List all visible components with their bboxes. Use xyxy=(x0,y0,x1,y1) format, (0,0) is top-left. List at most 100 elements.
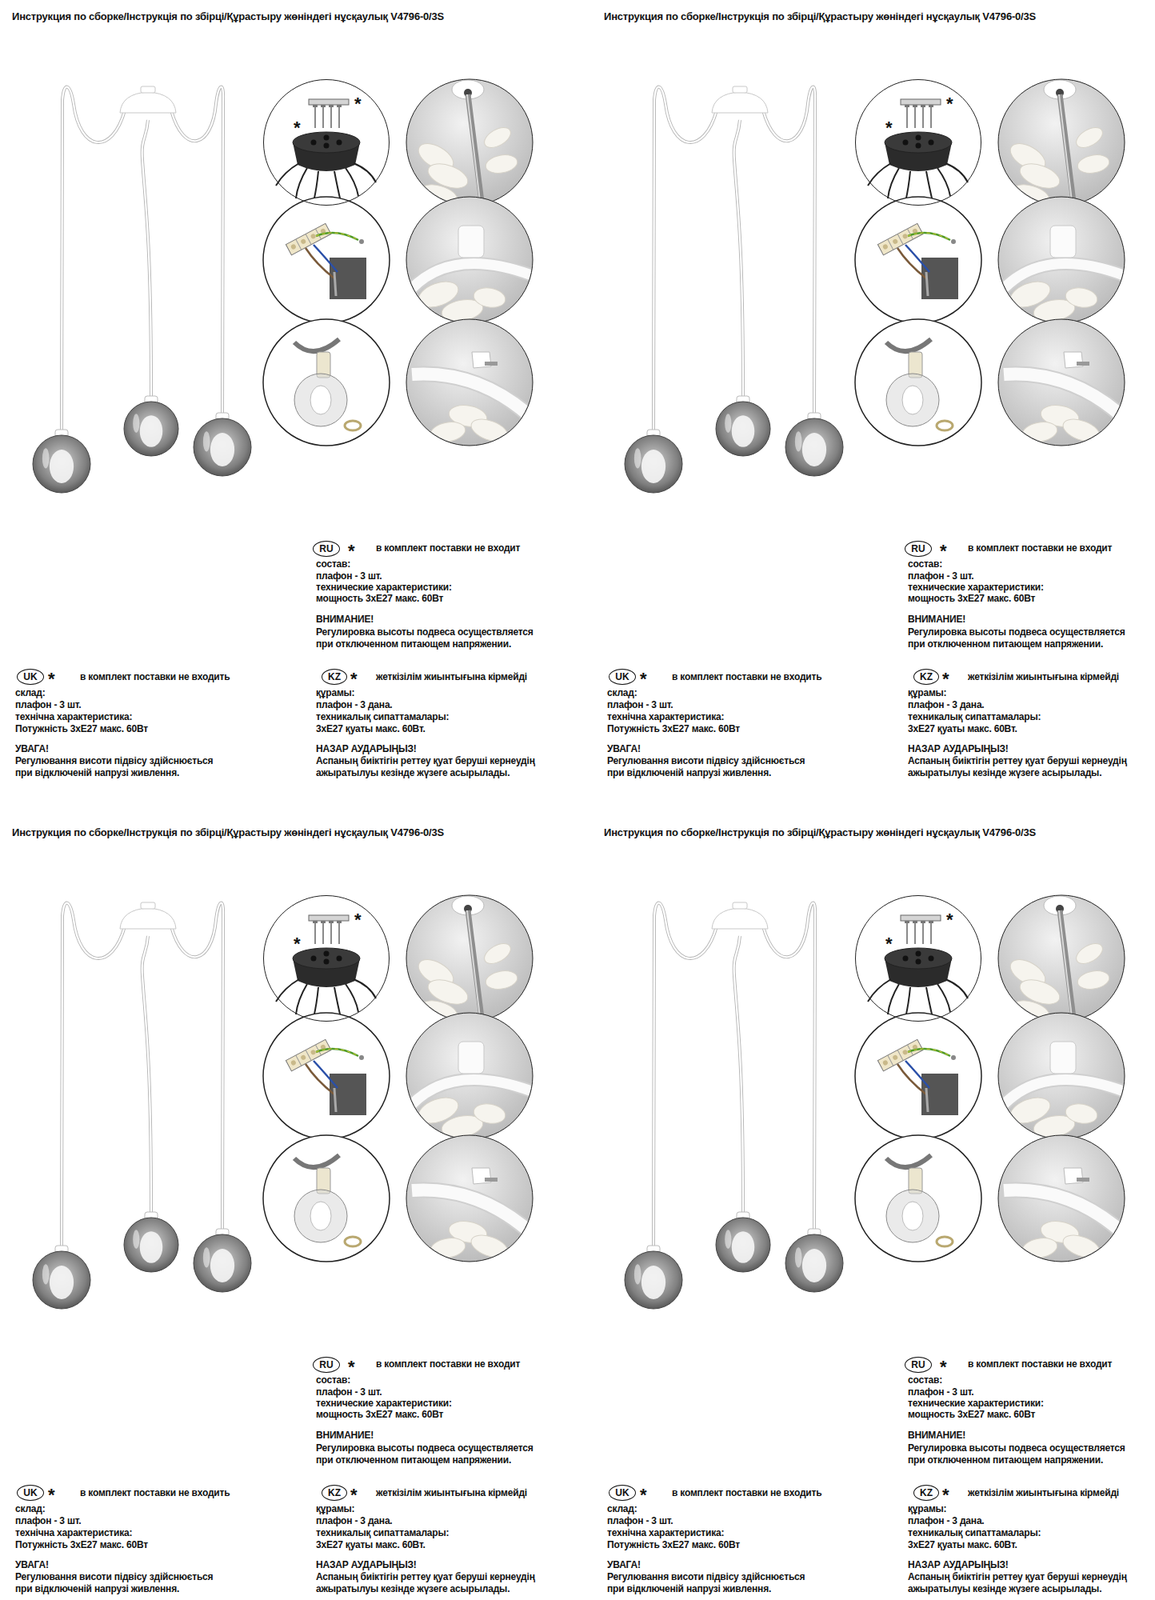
spec-text: при отключенном питающем напряжении. xyxy=(907,1454,1104,1466)
spec-text: Регулювання висоти підвісу здійснюється xyxy=(607,755,805,767)
spec-text: Аспаның биіктігін реттеу қуат беруші кер… xyxy=(907,1570,1128,1583)
spec-text: при відключеній напрузі живлення. xyxy=(15,1582,180,1595)
spec-text: технічна характеристика: xyxy=(607,711,724,723)
spec-text: плафон - 3 дана. xyxy=(315,1514,392,1527)
spec-text: 3хE27 қуаты макс. 60Вт. xyxy=(315,1538,426,1551)
language-badge: KZ xyxy=(913,1484,940,1501)
spec-text: ВНИМАНИЕ! xyxy=(315,1429,374,1441)
spec-text: жеткізілім жиынтығына кірмейді xyxy=(375,1486,528,1499)
spec-text: при відключеній напрузі живлення. xyxy=(607,767,772,779)
spec-text: Регулировка высоты подвеса осуществляетс… xyxy=(315,1442,534,1454)
sheet-title: Инструкция по сборке/Інструкція по збірц… xyxy=(11,826,444,839)
language-code: UK xyxy=(23,671,37,683)
spec-text: ВНИМАНИЕ! xyxy=(907,1429,966,1441)
language-badge: UK xyxy=(16,668,44,685)
not-included-mark: * xyxy=(885,119,893,137)
spec-text: Потужність 3хE27 макс. 60Вт xyxy=(607,1538,740,1551)
spec-text: құрамы: xyxy=(315,1502,355,1515)
not-included-mark: * xyxy=(939,542,947,560)
spec-text: плафон - 3 шт. xyxy=(15,1514,82,1527)
spec-text: технічна характеристика: xyxy=(15,1526,132,1539)
spec-text: Аспаның биіктігін реттеу қуат беруші кер… xyxy=(315,755,536,767)
spec-text: НАЗАР АУДАРЫҢЫЗ! xyxy=(315,1558,417,1571)
spec-text: техникалық сипаттамалары: xyxy=(315,711,449,723)
spec-text: жеткізілім жиынтығына кірмейді xyxy=(375,671,528,683)
not-included-mark: * xyxy=(354,911,362,929)
spec-text: 3хE27 қуаты макс. 60Вт. xyxy=(907,1538,1018,1551)
spec-text: в комплект поставки не входить xyxy=(671,1486,822,1499)
spec-text: Аспаның биіктігін реттеу қуат беруші кер… xyxy=(315,1570,536,1583)
spec-text: құрамы: xyxy=(315,687,355,699)
spec-text: ВНИМАНИЕ! xyxy=(907,613,966,625)
spec-text: 3хE27 қуаты макс. 60Вт. xyxy=(907,723,1018,735)
spec-text: НАЗАР АУДАРЫҢЫЗ! xyxy=(907,743,1009,755)
language-badge: UK xyxy=(608,668,636,685)
lamp-illustration xyxy=(591,815,1155,1600)
spec-text: в комплект поставки не входит xyxy=(375,542,520,554)
not-included-mark: * xyxy=(350,1486,357,1504)
language-badge: RU xyxy=(312,1356,340,1373)
not-included-mark: * xyxy=(47,1486,55,1504)
language-code: KZ xyxy=(919,1486,933,1499)
not-included-mark: * xyxy=(942,670,949,688)
language-code: KZ xyxy=(919,671,933,683)
language-badge: UK xyxy=(16,1484,44,1501)
not-included-mark: * xyxy=(946,911,954,929)
spec-text: в комплект поставки не входит xyxy=(967,1358,1112,1370)
language-code: UK xyxy=(615,671,629,683)
spec-text: плафон - 3 шт. xyxy=(315,570,383,582)
spec-text: в комплект поставки не входить xyxy=(79,671,230,683)
spec-text: склад: xyxy=(15,687,46,699)
spec-text: технічна характеристика: xyxy=(15,711,132,723)
language-code: RU xyxy=(319,543,333,555)
not-included-mark: * xyxy=(946,95,954,113)
spec-text: құрамы: xyxy=(907,1502,947,1515)
language-badge: KZ xyxy=(321,1484,348,1501)
not-included-mark: * xyxy=(293,935,301,953)
spec-text: ажыратылуы кезінде жүзеге асырылады. xyxy=(907,767,1102,779)
spec-text: мощность 3хE27 макс. 60Вт xyxy=(315,592,444,604)
spec-text: плафон - 3 шт. xyxy=(315,1386,383,1398)
spec-text: в комплект поставки не входит xyxy=(967,542,1112,554)
spec-text: плафон - 3 шт. xyxy=(607,699,674,711)
spec-text: Регулювання висоти підвісу здійснюється xyxy=(15,1570,213,1583)
spec-text: 3хE27 қуаты макс. 60Вт. xyxy=(315,723,426,735)
language-badge: KZ xyxy=(913,668,940,685)
spec-text: Потужність 3хE27 макс. 60Вт xyxy=(15,723,148,735)
spec-text: плафон - 3 шт. xyxy=(15,699,82,711)
spec-text: при відключеній напрузі живлення. xyxy=(15,767,180,779)
language-code: UK xyxy=(23,1486,37,1499)
spec-text: плафон - 3 дана. xyxy=(907,1514,984,1527)
spec-text: плафон - 3 шт. xyxy=(907,570,975,582)
sheet-title: Инструкция по сборке/Інструкція по збірц… xyxy=(603,826,1036,839)
spec-text: плафон - 3 дана. xyxy=(907,699,984,711)
spec-text: мощность 3хE27 макс. 60Вт xyxy=(907,1408,1036,1420)
spec-text: Потужність 3хE27 макс. 60Вт xyxy=(15,1538,148,1551)
sheet-title: Инструкция по сборке/Інструкція по збірц… xyxy=(11,10,444,23)
spec-text: склад: xyxy=(607,687,638,699)
spec-text: плафон - 3 дана. xyxy=(315,699,392,711)
spec-text: в комплект поставки не входит xyxy=(375,1358,520,1370)
not-included-mark: * xyxy=(939,1358,947,1376)
spec-text: Регулювання висоти підвісу здійснюється xyxy=(607,1570,805,1583)
spec-text: состав: xyxy=(315,558,351,570)
language-code: RU xyxy=(911,543,925,555)
spec-text: при отключенном питающем напряжении. xyxy=(315,638,512,650)
not-included-mark: * xyxy=(639,1486,647,1504)
detail-circle: ** xyxy=(855,79,982,206)
spec-text: техникалық сипаттамалары: xyxy=(907,1526,1041,1539)
spec-text: ажыратылуы кезінде жүзеге асырылады. xyxy=(315,1582,510,1595)
spec-text: УВАГА! xyxy=(15,743,49,755)
spec-text: Регулировка высоты подвеса осуществляетс… xyxy=(315,626,534,638)
spec-text: технические характеристики: xyxy=(907,581,1044,593)
not-included-mark: * xyxy=(885,935,893,953)
detail-circle: ** xyxy=(263,895,390,1022)
spec-text: техникалық сипаттамалары: xyxy=(907,711,1041,723)
spec-text: технічна характеристика: xyxy=(607,1526,724,1539)
spec-text: при отключенном питающем напряжении. xyxy=(907,638,1104,650)
language-code: KZ xyxy=(327,671,341,683)
detail-circle: ** xyxy=(263,79,390,206)
language-code: KZ xyxy=(327,1486,341,1499)
spec-text: склад: xyxy=(15,1502,46,1515)
